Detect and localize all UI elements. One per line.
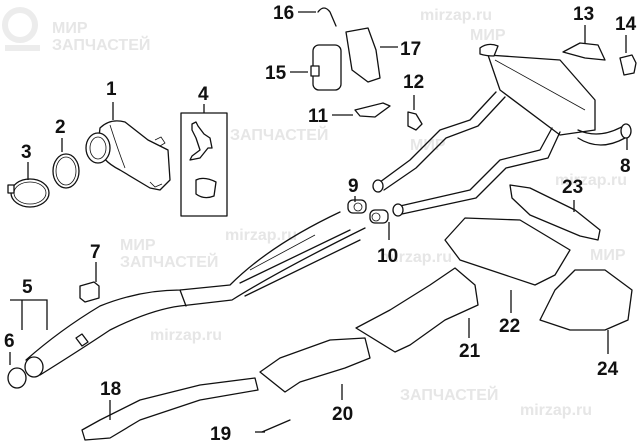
part-heat-shield-22[interactable] — [444, 217, 571, 286]
callout-4: 4 — [198, 84, 209, 105]
callout-8: 8 — [620, 156, 631, 177]
part-catalytic-converter[interactable] — [85, 120, 171, 191]
part-clip[interactable] — [317, 7, 337, 27]
part-gasket[interactable] — [52, 153, 80, 189]
watermark-brand-line2: ЗАПЧАСТЕЙ — [230, 125, 328, 144]
part-heat-shield-24[interactable] — [539, 269, 633, 331]
watermark-brand-line2: ЗАПЧАСТЕЙ — [400, 385, 498, 404]
part-heat-shield-21[interactable] — [355, 267, 479, 353]
callout-22: 22 — [499, 316, 520, 337]
watermark-url: mirzap.ru — [380, 249, 452, 266]
watermark-url: mirzap.ru — [150, 327, 222, 344]
watermark-brand-line1: МИР — [470, 27, 506, 44]
watermark-brand-line1: МИР — [120, 237, 156, 254]
callout-1: 1 — [106, 79, 117, 100]
callout-7: 7 — [90, 242, 101, 263]
callout-9: 9 — [348, 176, 359, 197]
part-plate[interactable] — [345, 27, 381, 83]
part-shield-13[interactable] — [562, 42, 606, 61]
callout-17: 17 — [400, 39, 421, 60]
part-isolator-9[interactable] — [347, 199, 367, 214]
callout-5: 5 — [22, 277, 33, 298]
callout-14: 14 — [615, 14, 637, 35]
watermark-url: mirzap.ru — [520, 402, 592, 419]
callout-21: 21 — [459, 341, 481, 362]
callout-10: 10 — [377, 246, 398, 267]
part-clamp[interactable] — [7, 178, 50, 208]
callout-6: 6 — [4, 331, 15, 352]
watermark-brand-line1: МИР — [52, 20, 88, 37]
part-rear-pipes[interactable] — [372, 91, 561, 217]
part-actuator[interactable] — [310, 44, 342, 91]
watermark-brand-line2: ЗАПЧАСТЕЙ — [52, 35, 150, 54]
watermark-logo-icon — [2, 7, 40, 51]
part-bracket-14[interactable] — [619, 54, 637, 76]
part-heat-shield-23[interactable] — [509, 184, 601, 241]
watermark-url: mirzap.ru — [420, 7, 492, 24]
watermark-brand-line1: МИР — [590, 247, 626, 264]
callout-16: 16 — [273, 3, 294, 24]
callout-18: 18 — [100, 379, 121, 400]
watermark-brand-line1: МИР — [410, 137, 446, 154]
callout-11: 11 — [308, 106, 329, 127]
callout-3: 3 — [21, 142, 32, 163]
part-small-shield[interactable] — [354, 102, 391, 118]
part-front-pipe[interactable] — [24, 211, 366, 378]
part-fastener-19[interactable] — [261, 419, 291, 433]
callout-23: 23 — [562, 177, 583, 198]
callout-20: 20 — [332, 404, 353, 425]
part-bracket-kit[interactable] — [180, 112, 228, 217]
callout-labels: 1 2 3 4 5 6 7 8 9 10 11 12 13 14 15 16 1… — [4, 3, 637, 443]
callout-13: 13 — [573, 4, 594, 25]
part-shield-18[interactable] — [81, 377, 259, 441]
callout-24: 24 — [597, 359, 619, 380]
leader-lines — [9, 11, 628, 433]
callout-2: 2 — [55, 117, 66, 138]
part-bracket-12[interactable] — [407, 111, 423, 131]
callout-19: 19 — [210, 424, 231, 443]
watermark-layer: МИР ЗАПЧАСТЕЙ mirzap.ru mirzap.ru МИР ЗА… — [2, 7, 627, 419]
part-muffler[interactable] — [479, 43, 632, 146]
watermark-url: mirzap.ru — [225, 227, 297, 244]
callout-12: 12 — [403, 72, 424, 93]
watermark-brand-line2: ЗАПЧАСТЕЙ — [120, 252, 218, 271]
part-hanger[interactable] — [79, 281, 100, 303]
watermark-url: mirzap.ru — [555, 172, 627, 189]
part-heat-shield-20[interactable] — [259, 337, 371, 393]
part-pipe-clamp[interactable] — [7, 367, 27, 389]
part-isolator-10[interactable] — [369, 209, 389, 224]
callout-15: 15 — [265, 63, 287, 84]
